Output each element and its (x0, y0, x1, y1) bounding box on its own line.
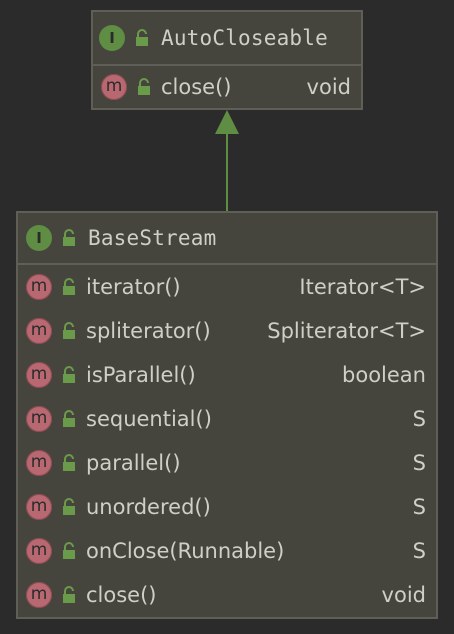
method-return-type: void (381, 583, 426, 607)
method-name: iterator() (86, 275, 181, 299)
lock-icon (63, 498, 75, 515)
method-name: parallel() (86, 451, 181, 475)
autocloseable-title: AutoCloseable (161, 26, 328, 50)
method-icon: m (26, 362, 52, 388)
method-name: close() (86, 583, 157, 607)
method-icon: m (26, 582, 52, 608)
method-icon: m (26, 450, 52, 476)
method-name: sequential() (86, 407, 212, 431)
lock-icon (63, 410, 75, 427)
method-return-type: boolean (342, 363, 426, 387)
lock-icon (63, 278, 75, 295)
basestream-title: BaseStream (88, 226, 217, 250)
method-icon: m (26, 274, 52, 300)
autocloseable-box[interactable]: I AutoCloseable m close() void (91, 10, 363, 110)
lock-icon (138, 78, 150, 95)
lock-icon (63, 229, 75, 246)
method-name: isParallel() (86, 363, 196, 387)
arrow-head (215, 110, 239, 134)
method-return-type: S (412, 539, 426, 563)
lock-icon (63, 454, 75, 471)
method-row[interactable]: m close() void (93, 66, 361, 108)
method-return-type: Iterator<T> (299, 275, 426, 299)
lock-icon (63, 542, 75, 559)
method-name: close() (161, 75, 232, 99)
lock-icon (63, 366, 75, 383)
autocloseable-header: I AutoCloseable (93, 12, 361, 66)
method-row[interactable]: m unordered() S (18, 485, 436, 529)
method-row[interactable]: m parallel() S (18, 441, 436, 485)
interface-icon: I (99, 25, 125, 51)
method-name: unordered() (86, 495, 211, 519)
method-row[interactable]: m sequential() S (18, 397, 436, 441)
method-return-type: void (306, 75, 351, 99)
basestream-header: I BaseStream (18, 213, 436, 265)
method-row[interactable]: m isParallel() boolean (18, 353, 436, 397)
method-row[interactable]: m onClose(Runnable) S (18, 529, 436, 573)
method-row[interactable]: m close() void (18, 573, 436, 617)
method-row[interactable]: m spliterator() Spliterator<T> (18, 309, 436, 353)
method-icon: m (26, 538, 52, 564)
method-row[interactable]: m iterator() Iterator<T> (18, 265, 436, 309)
method-icon: m (26, 318, 52, 344)
method-icon: m (26, 406, 52, 432)
method-name: spliterator() (86, 319, 211, 343)
method-icon: m (26, 494, 52, 520)
basestream-box[interactable]: I BaseStream m iterator() Iterator<T> m … (16, 211, 438, 619)
lock-icon (136, 29, 148, 46)
method-return-type: Spliterator<T> (267, 319, 426, 343)
lock-icon (63, 586, 75, 603)
method-return-type: S (412, 451, 426, 475)
method-name: onClose(Runnable) (86, 539, 285, 563)
method-icon: m (101, 74, 127, 100)
method-return-type: S (412, 495, 426, 519)
method-return-type: S (412, 407, 426, 431)
lock-icon (63, 322, 75, 339)
interface-icon: I (26, 225, 52, 251)
